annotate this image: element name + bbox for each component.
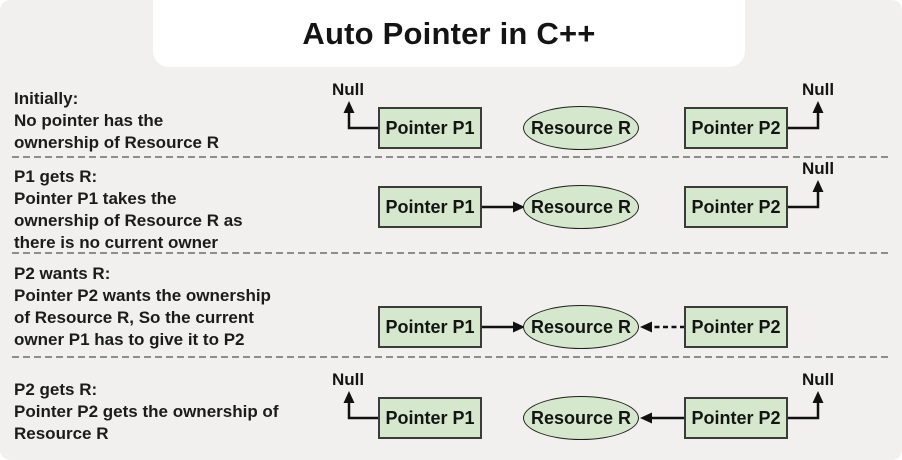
row-divider-2 <box>12 252 890 254</box>
row1-null-label-right: Null <box>801 80 835 99</box>
title-box: Auto Pointer in C++ <box>153 0 745 67</box>
row2-description: P1 gets R: Pointer P1 takes the ownershi… <box>14 167 243 252</box>
row1-p2-null-arrow <box>788 101 824 130</box>
row4-p2-owns-r-arrow <box>640 412 685 424</box>
row1-pointer-p2-node: Pointer P2 <box>684 107 788 149</box>
row1-pointer-p1-node: Pointer P1 <box>378 107 482 149</box>
row-divider-1 <box>12 156 890 158</box>
row3-resource-node: Resource R <box>523 305 639 349</box>
row3-pointer-p2-node: Pointer P2 <box>684 306 788 348</box>
row2-null-label-right: Null <box>801 159 835 178</box>
row3-pointer-p1-node: Pointer P1 <box>378 306 482 348</box>
row1-resource-node: Resource R <box>523 106 639 150</box>
page-title: Auto Pointer in C++ <box>302 15 596 51</box>
row4-p2-null-arrow <box>788 391 824 420</box>
row1-null-label-left: Null <box>331 80 365 99</box>
row3-description: P2 wants R: Pointer P2 wants the ownersh… <box>14 264 271 349</box>
row4-pointer-p2-node: Pointer P2 <box>684 397 788 439</box>
row2-pointer-p1-node: Pointer P1 <box>378 186 482 228</box>
row1-description: Initially: No pointer has the ownership … <box>14 89 219 152</box>
row4-resource-node: Resource R <box>523 396 639 440</box>
row4-null-label-left: Null <box>331 370 365 389</box>
row4-description: P2 gets R: Pointer P2 gets the ownership… <box>14 380 279 443</box>
row4-p1-null-arrow <box>343 391 380 420</box>
row4-pointer-p1-node: Pointer P1 <box>378 397 482 439</box>
row3-p1-owns-r-arrow <box>482 321 525 333</box>
row3-p2-wants-r-dashed-arrow <box>640 321 685 333</box>
row2-p1-owns-r-arrow <box>482 201 525 213</box>
row2-resource-node: Resource R <box>523 185 639 229</box>
row1-p1-null-arrow <box>343 101 380 130</box>
row2-p2-null-arrow <box>788 180 824 209</box>
row2-pointer-p2-node: Pointer P2 <box>684 186 788 228</box>
row-divider-3 <box>12 356 890 358</box>
row4-null-label-right: Null <box>801 370 835 389</box>
